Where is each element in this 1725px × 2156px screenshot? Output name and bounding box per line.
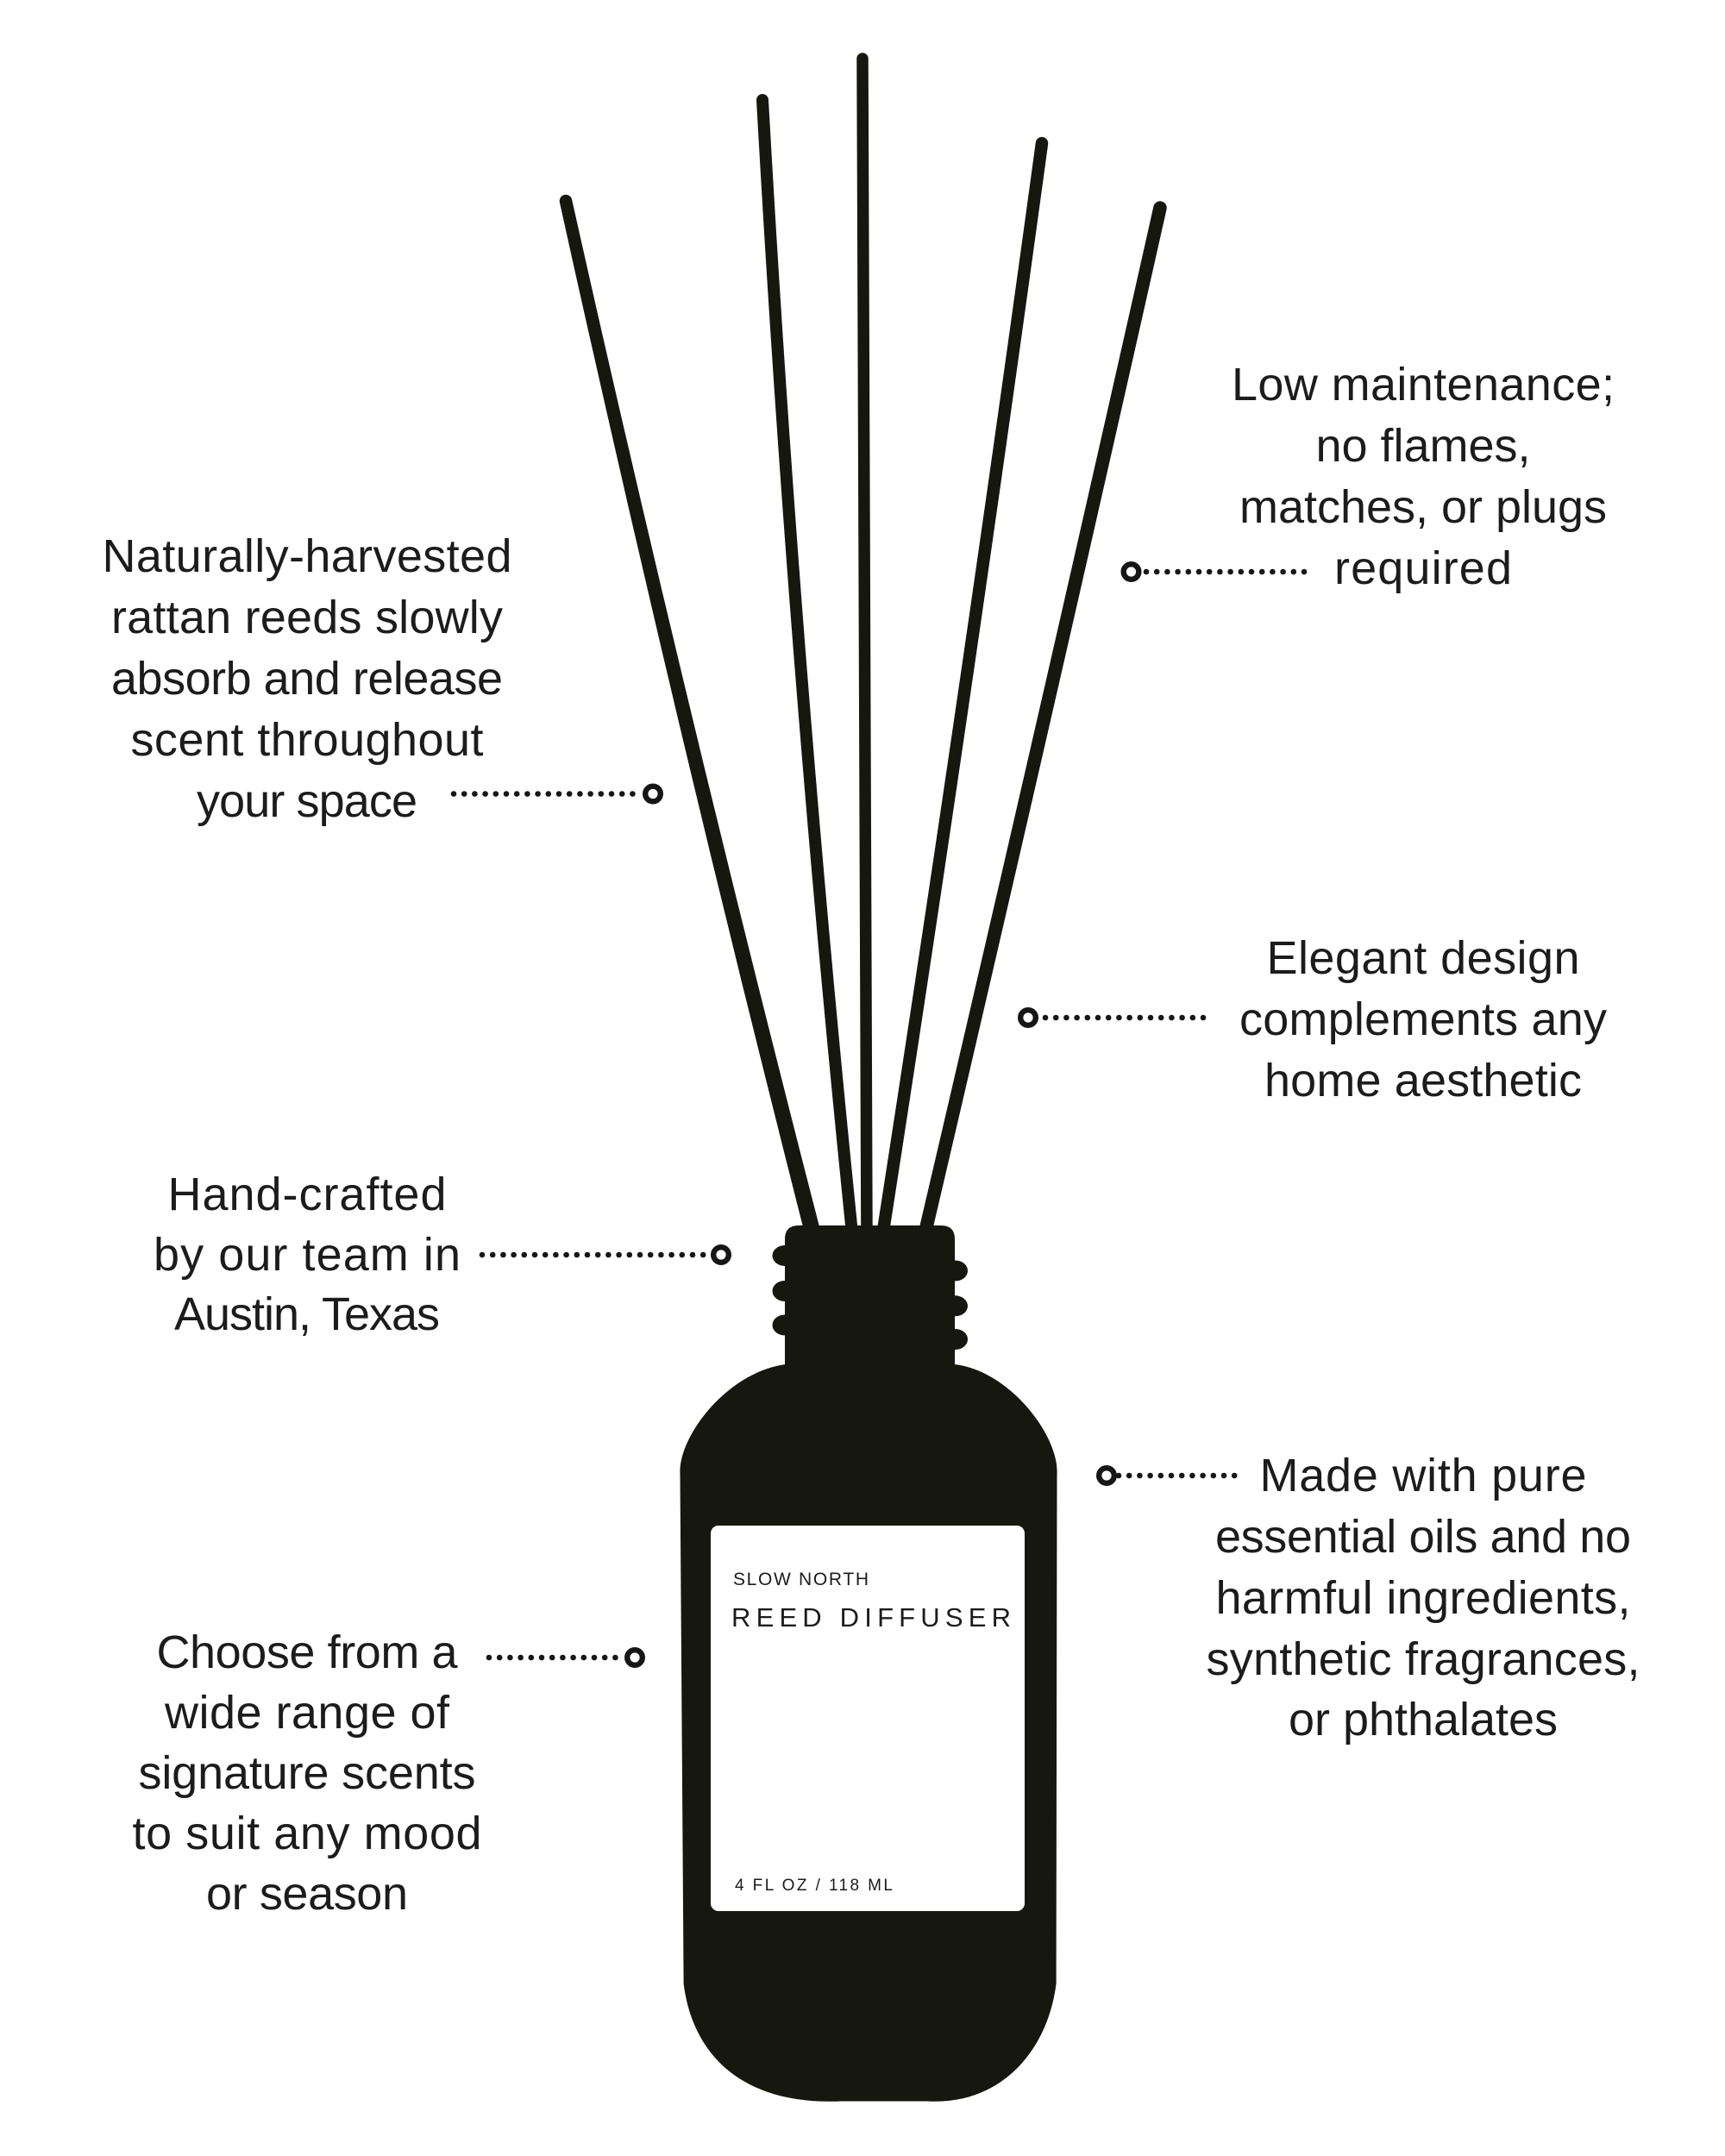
svg-text:harmful ingredients,: harmful ingredients, <box>1216 1572 1631 1624</box>
svg-text:or phthalates: or phthalates <box>1289 1694 1558 1745</box>
svg-text:absorb and release: absorb and release <box>111 653 503 705</box>
svg-text:or season: or season <box>206 1868 408 1920</box>
svg-text:Elegant design: Elegant design <box>1267 932 1580 984</box>
svg-text:Naturally-harvested: Naturally-harvested <box>103 530 512 582</box>
svg-text:SLOW NORTH: SLOW NORTH <box>733 1570 869 1589</box>
svg-text:to suit any mood: to suit any mood <box>133 1808 482 1859</box>
svg-text:Made with pure: Made with pure <box>1260 1450 1587 1501</box>
svg-text:essential oils and no: essential oils and no <box>1215 1511 1631 1563</box>
svg-text:your space: your space <box>197 775 417 827</box>
svg-text:REED DIFFUSER: REED DIFFUSER <box>731 1602 1011 1633</box>
svg-text:signature scents: signature scents <box>139 1747 476 1799</box>
svg-text:complements any: complements any <box>1239 993 1607 1045</box>
svg-text:home aesthetic: home aesthetic <box>1264 1055 1582 1106</box>
svg-text:by our team in: by our team in <box>154 1229 461 1281</box>
svg-text:Low maintenance;: Low maintenance; <box>1232 359 1615 411</box>
svg-text:wide range of: wide range of <box>164 1687 450 1739</box>
svg-text:Hand-crafted: Hand-crafted <box>168 1169 447 1220</box>
svg-text:scent throughout: scent throughout <box>131 714 484 766</box>
svg-text:Choose from a: Choose from a <box>157 1626 459 1678</box>
svg-text:matches, or plugs: matches, or plugs <box>1239 481 1607 533</box>
svg-text:no flames,: no flames, <box>1316 420 1531 472</box>
svg-text:Austin, Texas: Austin, Texas <box>174 1288 440 1340</box>
svg-text:rattan reeds slowly: rattan reeds slowly <box>111 592 503 643</box>
svg-text:synthetic fragrances,: synthetic fragrances, <box>1207 1633 1640 1685</box>
svg-text:required: required <box>1334 542 1512 594</box>
